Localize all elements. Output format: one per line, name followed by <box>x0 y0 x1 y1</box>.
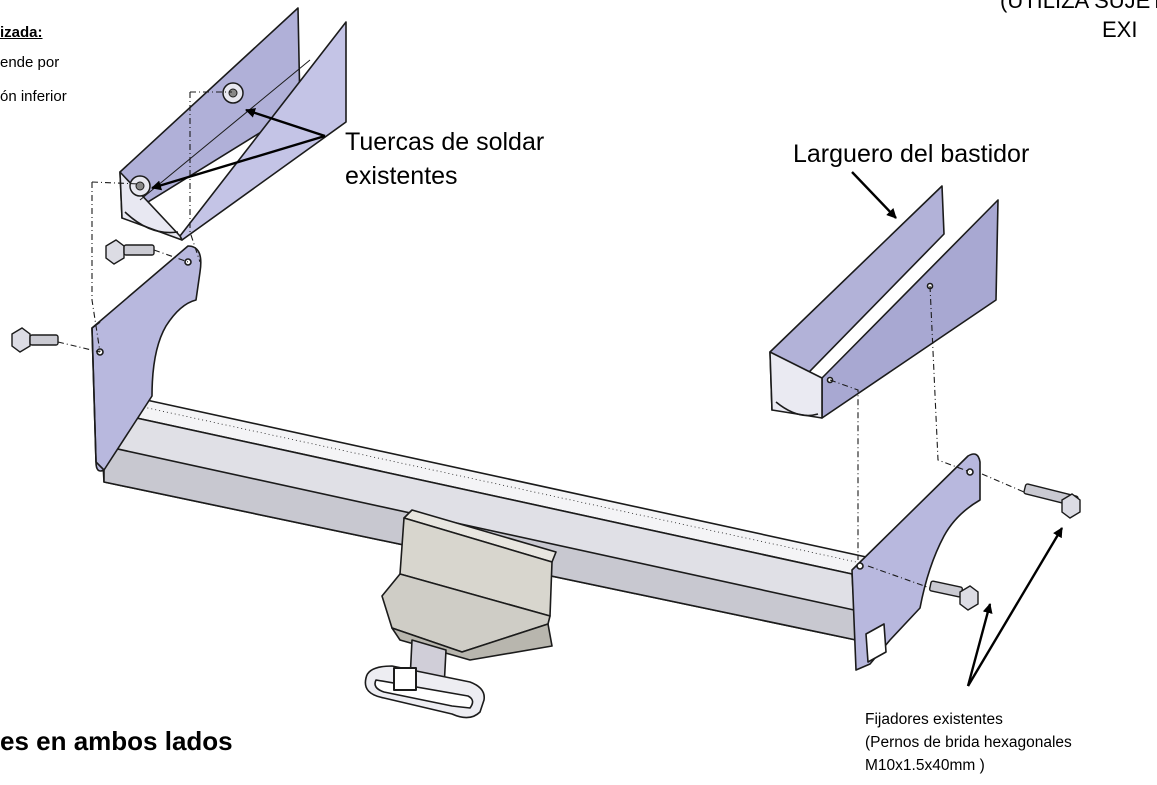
weld-nuts-label-line-2: existentes <box>345 162 458 190</box>
right-frame-rail <box>769 185 999 419</box>
alignment-lines <box>57 91 1025 589</box>
receiver <box>381 509 557 661</box>
left-frame-rail <box>119 7 347 241</box>
fasteners-label-line-2: (Pernos de brida hexagonales <box>865 734 1072 751</box>
weld-nut-bottom <box>129 175 151 197</box>
weld-nuts-label-line-1: Tuercas de soldar <box>345 128 545 156</box>
bolt-upper-left <box>105 239 155 265</box>
callout-arrows <box>151 108 1064 687</box>
ball-mount <box>364 639 486 719</box>
bottom-note: es en ambos lados <box>0 726 233 756</box>
top-right-text-2: EXI <box>1102 17 1138 42</box>
frame-rail-label: Larguero del bastidor <box>793 140 1030 168</box>
note-title: izada: <box>0 24 43 41</box>
left-bracket-plate <box>91 245 202 472</box>
right-bracket-plate <box>851 453 981 671</box>
weld-nut-top <box>222 82 244 104</box>
bolt-left <box>11 327 59 353</box>
top-right-text-1: (UTILIZA SUJETA <box>1000 0 1157 13</box>
note-line-1: ende por <box>0 54 60 71</box>
bolt-lower-right <box>928 580 979 611</box>
fasteners-label-line-1: Fijadores existentes <box>865 711 1003 728</box>
fasteners-label-line-3: M10x1.5x40mm ) <box>865 757 985 774</box>
bolt-right <box>1023 483 1081 519</box>
note-line-2: ón inferior <box>0 88 67 105</box>
